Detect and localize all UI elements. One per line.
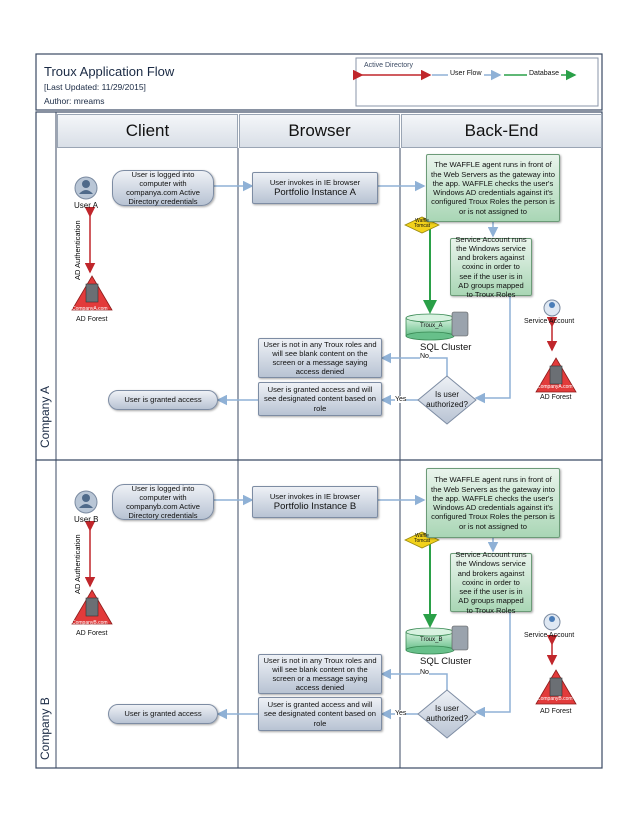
browser-invoke-a: User invokes in IE browser Portfolio Ins…: [252, 172, 378, 204]
arrow-a-no: [380, 352, 448, 378]
browser-invoke-a-line2: Portfolio Instance A: [274, 186, 356, 198]
user-b-icon: [74, 490, 98, 514]
db-b-label: Troux_B: [420, 637, 443, 643]
database-b-icon: [405, 625, 469, 655]
header-frame: [35, 53, 603, 111]
granted-access-b: User is granted access: [108, 704, 218, 724]
service-account-b-icon: [543, 613, 561, 631]
db-a-label: Troux_A: [420, 323, 443, 329]
legend-database: Database: [527, 70, 561, 77]
granted-content-b: User is granted access and will see desi…: [258, 697, 382, 731]
lane-client-header: Client: [57, 114, 238, 148]
arrow-b-service-decision: [474, 612, 511, 718]
yes-a-label: Yes: [395, 396, 407, 403]
browser-invoke-a-line1: User invokes in IE browser: [269, 177, 361, 187]
not-in-roles-a: User is not in any Troux roles and will …: [258, 338, 382, 378]
browser-invoke-b: User invokes in IE browser Portfolio Ins…: [252, 486, 378, 518]
sql-cluster-b: SQL Cluster: [420, 656, 472, 667]
client-logged-in-a: User is logged into computer with compan…: [112, 170, 214, 206]
forest-b-label: AD Forest: [76, 630, 108, 637]
service-account-a-icon: [543, 299, 561, 317]
legend-user-flow: User Flow: [448, 70, 484, 77]
company-a-label: Company A: [38, 385, 52, 448]
service-account-a-label: Service Account: [524, 318, 575, 325]
ad-forest-b-icon: [71, 589, 113, 625]
forest-a-logo: CompanyA.com: [72, 306, 108, 312]
authorized-b-text: Is user authorized?: [426, 704, 468, 723]
user-a-label: User A: [74, 201, 99, 210]
service-account-a-box: Service Account runs the Windows service…: [450, 235, 532, 299]
no-b-label: No: [420, 669, 429, 676]
forest-b2-label: AD Forest: [540, 708, 572, 715]
waffle-agent-a: The WAFFLE agent runs in front of the We…: [426, 154, 560, 222]
arrow-b-no: [380, 668, 448, 692]
ad-forest-b2-icon: [535, 669, 577, 705]
database-a-icon: [405, 311, 469, 341]
browser-invoke-b-line2: Portfolio Instance B: [273, 500, 357, 512]
yes-b-label: Yes: [395, 710, 407, 717]
client-logged-in-b: User is logged into computer with compan…: [112, 484, 214, 520]
swimlane-frame: [35, 111, 603, 769]
waffle-b-tag: Waffle Tomcat: [413, 533, 431, 544]
ad-forest-a-icon: [71, 275, 113, 311]
arrow-a-service-decision: [474, 296, 511, 404]
ad-auth-a-label: AD Authentication: [73, 220, 82, 280]
last-updated: [Last Updated: 11/29/2015]: [44, 82, 146, 92]
forest-a2-label: AD Forest: [540, 394, 572, 401]
decision-a-diamond: [417, 375, 477, 425]
not-in-roles-b: User is not in any Troux roles and will …: [258, 654, 382, 694]
ad-forest-a2-icon: [535, 357, 577, 393]
forest-b2-logo: CompanyB.com: [537, 696, 573, 702]
service-account-b-label: Service Account: [524, 632, 575, 639]
author: Author: mreams: [44, 96, 105, 106]
forest-b-logo: CompanyB.com: [72, 620, 108, 626]
user-b-label: User B: [74, 515, 99, 524]
lane-backend-header: Back-End: [401, 114, 602, 148]
legend-active-directory: Active Directory: [364, 62, 414, 69]
forest-a-label: AD Forest: [76, 316, 108, 323]
browser-invoke-b-line1: User invokes in IE browser: [269, 491, 361, 501]
waffle-agent-b: The WAFFLE agent runs in front of the We…: [426, 468, 560, 538]
diagram-title: Troux Application Flow: [44, 64, 175, 79]
decision-b-diamond: [417, 689, 477, 739]
service-account-b-box: Service Account runs the Windows service…: [450, 550, 532, 615]
authorized-a-text: Is user authorized?: [426, 390, 468, 409]
ad-auth-b-label: AD Authentication: [73, 534, 82, 594]
legend-frame: [355, 57, 599, 107]
granted-content-a: User is granted access and will see desi…: [258, 382, 382, 416]
granted-access-a: User is granted access: [108, 390, 218, 410]
forest-a2-logo: CompanyA.com: [537, 384, 573, 390]
waffle-a-tag: Waffle Tomcat: [413, 218, 431, 229]
company-b-label: Company B: [38, 697, 52, 760]
no-a-label: No: [420, 353, 429, 360]
sql-cluster-a: SQL Cluster: [420, 342, 472, 353]
user-a-icon: [74, 176, 98, 200]
lane-browser-header: Browser: [239, 114, 400, 148]
